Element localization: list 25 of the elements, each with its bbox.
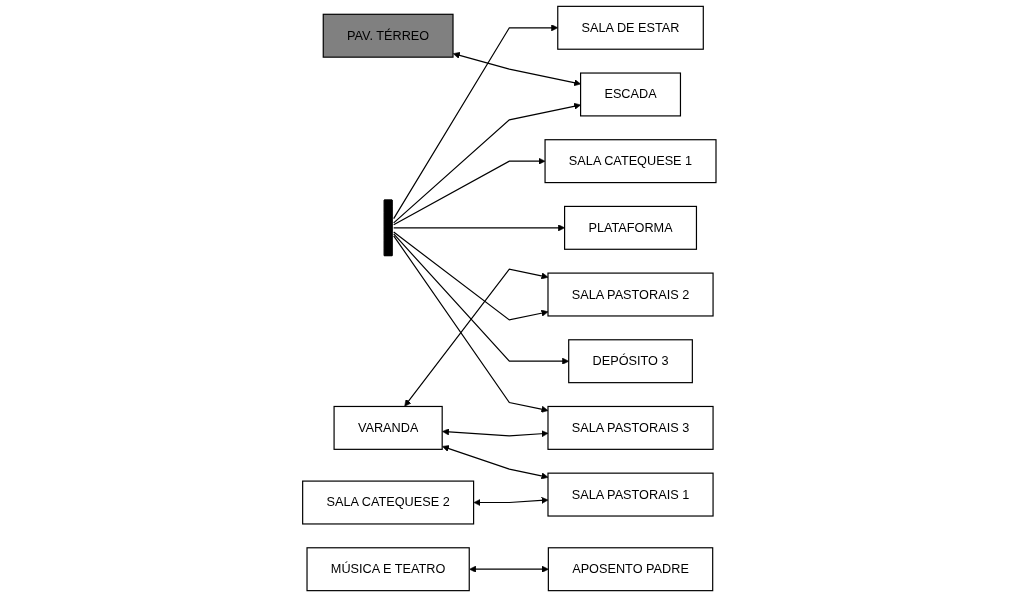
arrow [392,233,569,365]
arrow [452,51,581,87]
node-box: SALA CATEQUESE 2 [301,480,474,525]
node-box: VARANDA [333,405,443,450]
node-box: APOSENTO PADRE [547,547,713,592]
arrow [441,428,548,438]
node-box: SALA PASTORAIS 1 [547,472,714,517]
arrow [441,445,548,480]
node-box: SALA DE ESTAR [556,5,704,50]
arrow [468,565,549,573]
node-box: DEPÓSITO 3 [567,339,693,384]
arrow [392,231,548,321]
node-box: SALA CATEQUESE 1 [544,139,717,184]
arrow [404,268,548,407]
arrow [392,102,581,224]
arrow [473,496,548,506]
node-box: PLATAFORMA [563,205,697,250]
node-box: SALA PASTORAIS 3 [547,405,714,450]
node-box: MÚSICA E TEATRO [306,547,470,592]
arrow [392,224,565,232]
arrow [392,24,558,220]
node-box: PAV. TÉRREO [322,13,454,58]
node-box: ESCADA [579,72,681,117]
node-box: SALA PASTORAIS 2 [547,272,714,317]
arrow [392,235,548,413]
